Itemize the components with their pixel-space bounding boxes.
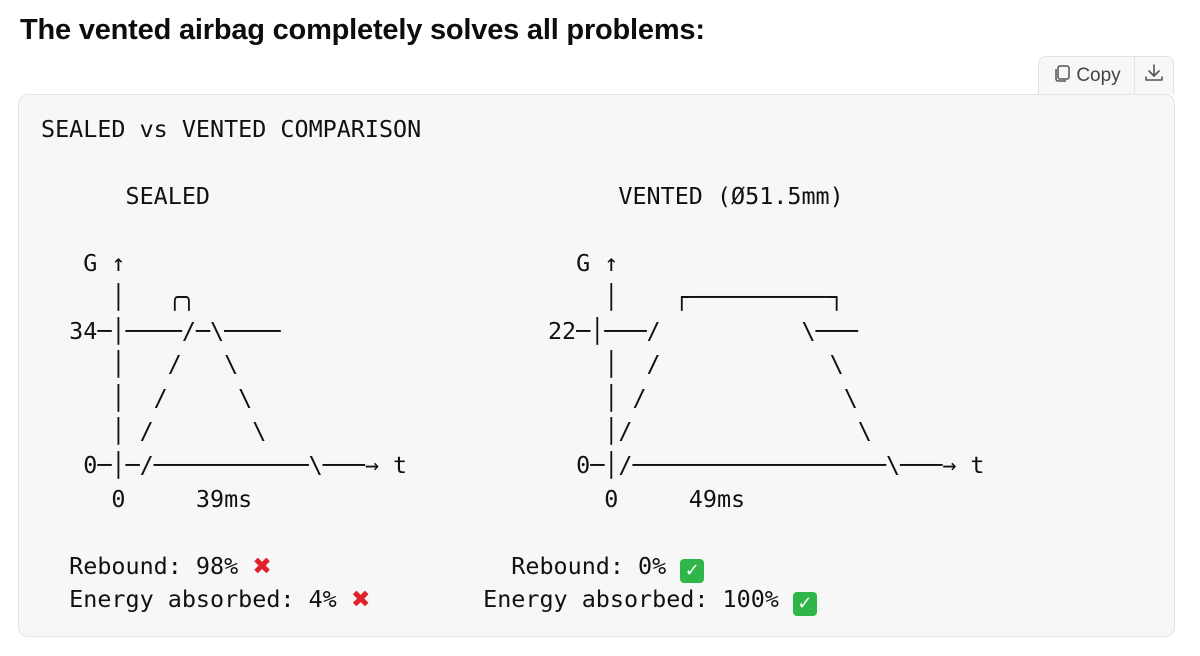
code-block[interactable]: SEALED vs VENTED COMPARISON SEALED VENTE… <box>18 94 1175 637</box>
copy-label: Copy <box>1076 64 1121 86</box>
sealed-energy: Energy absorbed: 4% <box>69 585 337 614</box>
code-line <box>41 147 985 181</box>
code-line: │ ╭╮ │ ┌──────────┐ <box>41 282 844 311</box>
vented-energy: Energy absorbed: 100% <box>483 585 779 614</box>
cross-mark-icon: ✖ <box>252 551 272 580</box>
download-button[interactable] <box>1135 57 1173 94</box>
code-line <box>41 516 985 550</box>
check-mark-icon: ✓ <box>680 558 705 583</box>
result-line-rebound: Rebound: 98% ✖ Rebound: 0% ✓ <box>41 550 985 584</box>
result-line-energy: Energy absorbed: 4% ✖ Energy absorbed: 1… <box>41 583 985 617</box>
copy-icon <box>1052 63 1072 89</box>
vented-rebound: Rebound: 0% <box>511 551 667 580</box>
sealed-rebound: Rebound: 98% <box>69 551 239 580</box>
code-line: SEALED vs VENTED COMPARISON <box>41 115 422 143</box>
code-line: │ / \ │ / \ <box>41 383 858 412</box>
code-toolbar: Copy <box>1038 56 1174 94</box>
code-line: │ / \ │ / \ <box>41 350 844 379</box>
message-heading: The vented airbag completely solves all … <box>20 14 705 46</box>
download-icon <box>1143 62 1165 89</box>
code-line: │ / \ │/ \ <box>41 417 872 446</box>
code-line <box>41 214 985 248</box>
code-line: 34─│────/─\──── 22─│───/ \─── <box>41 316 858 345</box>
code-line: 0─│─/───────────\───→ t 0─│/────────────… <box>41 450 985 479</box>
code-content[interactable]: SEALED vs VENTED COMPARISON SEALED VENTE… <box>41 113 985 617</box>
code-line: G ↑ G ↑ <box>41 249 619 278</box>
code-line: 0 39ms 0 49ms <box>41 484 746 513</box>
cross-mark-icon: ✖ <box>350 585 371 614</box>
check-mark-icon: ✓ <box>792 592 817 617</box>
copy-button[interactable]: Copy <box>1039 57 1135 94</box>
code-line: SEALED VENTED (Ø51.5mm) <box>41 182 844 211</box>
